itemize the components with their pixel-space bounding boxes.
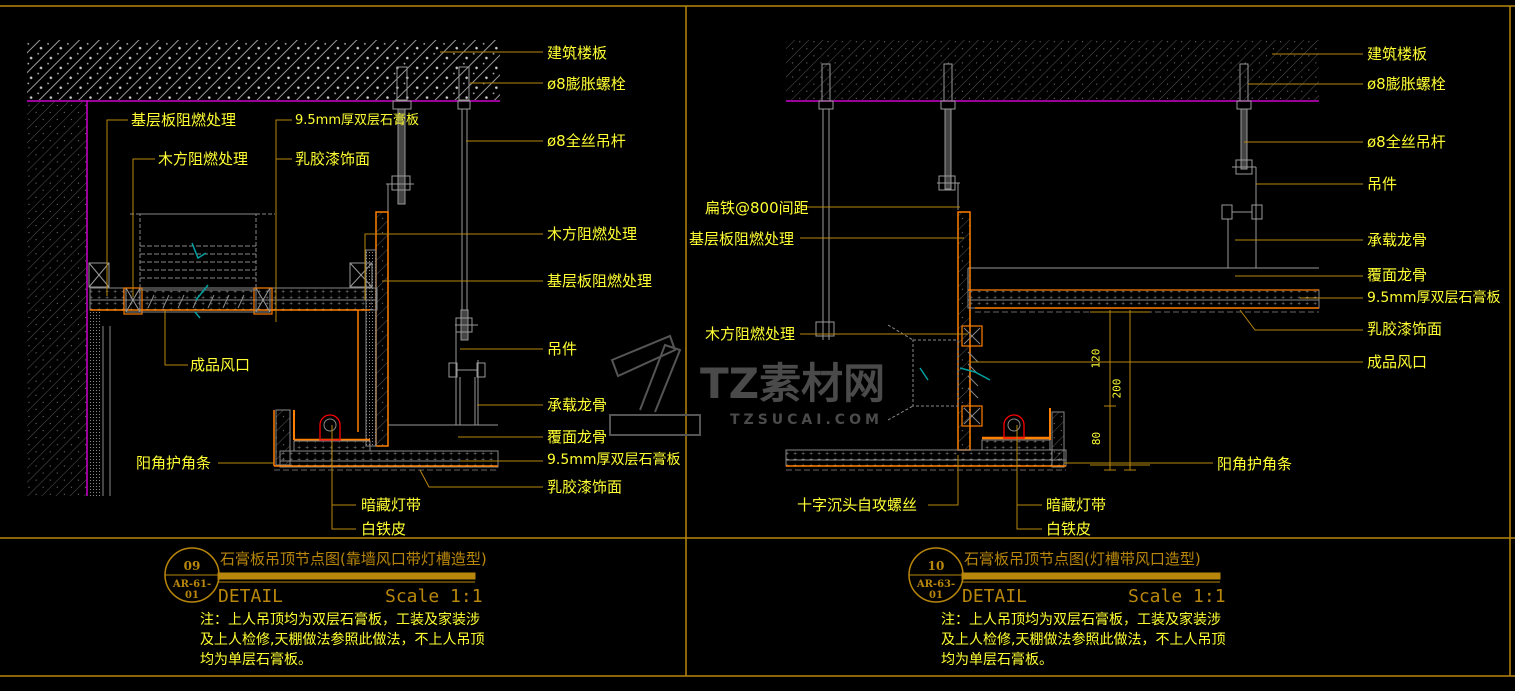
left-label-corner-bead: 阳角护角条	[136, 454, 212, 472]
left-label-wood-right: 木方阻燃处理	[547, 225, 638, 243]
left-label-gypsum-bottom: 9.5mm厚双层石膏板	[547, 452, 681, 468]
left-slab	[27, 40, 500, 100]
dimension-lower: 80	[1090, 431, 1104, 446]
right-label-vent: 成品风口	[1367, 353, 1428, 371]
right-label-tin-sheet: 白铁皮	[1046, 520, 1092, 538]
left-label-gypsum-top: 9.5mm厚双层石膏板	[295, 113, 420, 128]
left-label-latex-bottom: 乳胶漆饰面	[547, 478, 623, 496]
left-detail-number: 09	[183, 559, 201, 573]
left-label-base-board-top: 基层板阻燃处理	[131, 111, 237, 129]
right-detail-scale: Scale 1:1	[1128, 586, 1226, 607]
left-wall	[27, 101, 87, 496]
right-label-flat-iron: 扁铁@800间距	[705, 199, 809, 217]
right-label-base-board: 基层板阻燃处理	[689, 230, 795, 248]
left-label-cover-keel: 覆面龙骨	[547, 428, 608, 446]
watermark-site: TZSUCAI.COM	[730, 412, 883, 428]
right-detail-title: 石膏板吊顶节点图(灯槽带风口造型)	[964, 550, 1201, 568]
left-label-tin-sheet: 白铁皮	[361, 520, 407, 538]
right-detail-note: 注：上人吊顶均为双层石膏板，工装及家装涉 及上人检修,天棚做法参照此做法，不上人…	[941, 612, 1226, 668]
left-vent-grille	[130, 213, 275, 313]
left-label-rod: ø8全丝吊杆	[547, 132, 626, 150]
right-detail-label: DETAIL	[962, 586, 1028, 607]
left-label-bolt: ø8膨胀螺栓	[547, 75, 626, 93]
left-sheet-ref: AR-61-01	[172, 579, 212, 601]
left-leader-lines	[106, 51, 543, 530]
right-label-wood: 木方阻燃处理	[705, 325, 796, 343]
right-label-slab: 建筑楼板	[1367, 45, 1428, 63]
right-label-led-strip: 暗藏灯带	[1046, 496, 1107, 514]
right-leader-lines	[800, 53, 1363, 530]
left-label-wood-top: 木方阻燃处理	[158, 150, 249, 168]
right-detail-drawing	[785, 40, 1363, 530]
watermark-brand: TZ素材网	[700, 359, 886, 408]
right-sheet-ref: AR-63-01	[916, 579, 956, 601]
right-label-corner-bead: 阳角护角条	[1217, 455, 1293, 473]
left-detail-label: DETAIL	[218, 586, 284, 607]
left-label-hanger: 吊件	[547, 340, 578, 358]
dimension-total: 200	[1110, 378, 1124, 399]
right-label-rod: ø8全丝吊杆	[1367, 133, 1446, 151]
right-label-cover-keel: 覆面龙骨	[1367, 266, 1428, 284]
left-label-led-strip: 暗藏灯带	[361, 496, 422, 514]
left-detail-drawing	[27, 40, 543, 530]
watermark-logo-shape	[609, 334, 701, 436]
right-label-main-keel: 承载龙骨	[1367, 231, 1428, 249]
left-detail-scale: Scale 1:1	[385, 586, 483, 607]
left-label-latex-top: 乳胶漆饰面	[295, 150, 371, 168]
right-dimension-lines	[1090, 310, 1150, 471]
sheet-frame	[0, 5, 1515, 677]
right-slab	[786, 40, 1319, 100]
left-label-vent: 成品风口	[190, 356, 251, 374]
right-label-gypsum: 9.5mm厚双层石膏板	[1367, 290, 1501, 306]
right-label-latex: 乳胶漆饰面	[1367, 320, 1443, 338]
right-label-screw: 十字沉头自攻螺丝	[797, 496, 918, 514]
left-label-main-keel: 承载龙骨	[547, 396, 608, 414]
right-detail-number: 10	[927, 559, 945, 573]
left-label-base-board-right: 基层板阻燃处理	[547, 272, 653, 290]
dimension-upper: 120	[1089, 348, 1103, 369]
left-detail-note: 注：上人吊顶均为双层石膏板，工装及家装涉 及上人检修,天棚做法参照此做法，不上人…	[200, 612, 485, 668]
right-label-hanger: 吊件	[1367, 175, 1398, 193]
left-detail-title: 石膏板吊顶节点图(靠墙风口带灯槽造型)	[220, 550, 487, 568]
right-label-bolt: ø8膨胀螺栓	[1367, 75, 1446, 93]
left-label-slab: 建筑楼板	[547, 44, 608, 62]
title-blocks	[164, 547, 1221, 603]
